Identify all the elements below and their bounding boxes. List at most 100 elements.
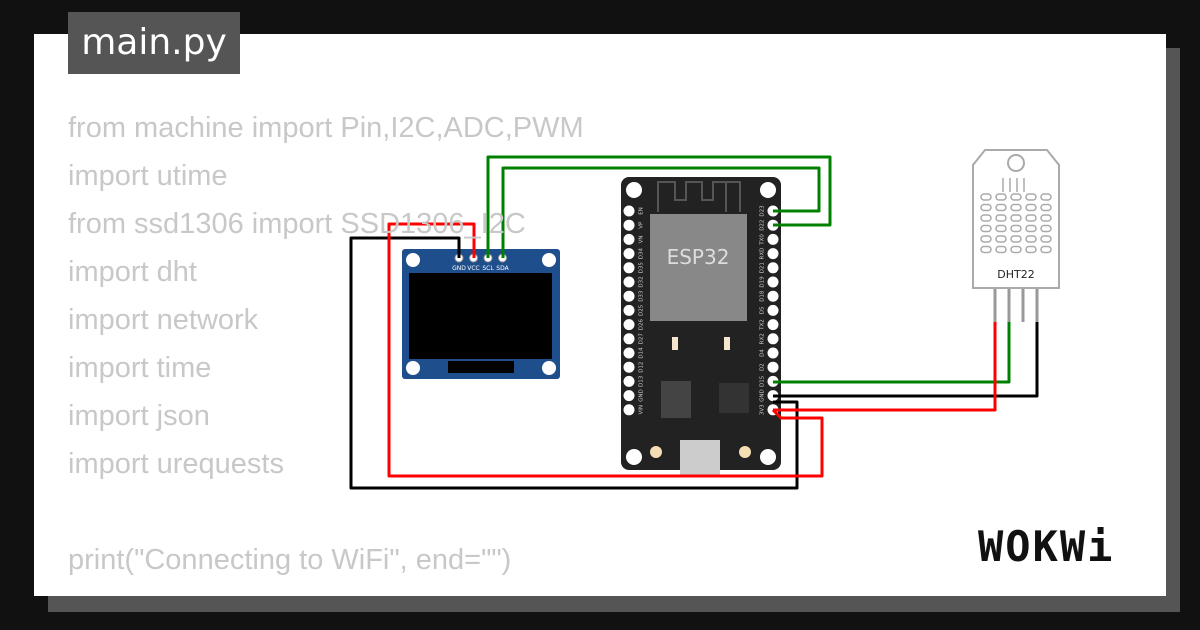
- esp32-pin-d21[interactable]: [767, 262, 779, 274]
- grill-slot: [1040, 193, 1052, 201]
- esp32-pin-label: GND: [639, 389, 645, 402]
- dht-label: DHT22: [997, 268, 1034, 281]
- usb-chip: [719, 383, 749, 413]
- esp32-board[interactable]: ESP32 ENVPVND34D35D32D33D25D26D27D14D12D…: [621, 177, 781, 475]
- esp32-pin-label: RXD: [760, 248, 766, 260]
- wire-dht-gnd[interactable]: [773, 322, 1039, 398]
- esp32-pin-rxd[interactable]: [767, 248, 779, 260]
- esp32-pin-vn[interactable]: [623, 233, 635, 245]
- usb-port[interactable]: [680, 440, 720, 475]
- esp32-pin-vin[interactable]: [623, 404, 635, 416]
- esp32-pin-d5[interactable]: [767, 304, 779, 316]
- esp32-pin-d12[interactable]: [623, 361, 635, 373]
- antenna: [657, 181, 741, 212]
- esp32-pin-label: D18: [760, 290, 766, 302]
- esp32-pin-label: D22: [760, 220, 766, 231]
- wire-scl[interactable]: [486, 155, 832, 258]
- dht22-sensor[interactable]: DHT22: [972, 149, 1060, 322]
- esp32-pin-label: D14: [639, 347, 645, 359]
- esp32-pin-d27[interactable]: [623, 333, 635, 345]
- grill-slot: [995, 245, 1007, 254]
- mount-hole: [542, 253, 556, 267]
- wire-oled-gnd[interactable]: [349, 236, 799, 490]
- grill-slot: [1040, 214, 1052, 222]
- esp32-pin-tx2[interactable]: [767, 319, 779, 331]
- esp32-pin-label: GND: [760, 389, 766, 402]
- oled-pin-label: SCL: [482, 265, 494, 272]
- esp32-pin-label: D23: [760, 205, 766, 217]
- dht-grill: [980, 178, 1052, 254]
- wire-dht-vcc[interactable]: [773, 322, 997, 412]
- esp32-pin-label: D13: [639, 375, 645, 387]
- esp32-pin-d32[interactable]: [623, 276, 635, 288]
- led: [672, 337, 678, 350]
- led: [724, 337, 730, 350]
- esp32-pin-label: D26: [639, 318, 645, 330]
- esp32-pin-d19[interactable]: [767, 276, 779, 288]
- esp32-pin-label: VP: [639, 221, 645, 229]
- grill-slot: [1025, 224, 1037, 233]
- en-button[interactable]: [739, 446, 751, 458]
- esp32-pin-d35[interactable]: [623, 262, 635, 274]
- esp32-pin-label: D12: [639, 362, 645, 373]
- esp32-pin-vp[interactable]: [623, 219, 635, 231]
- grill-slot: [1040, 245, 1052, 254]
- esp32-pin-d2[interactable]: [767, 361, 779, 373]
- code-preview-card: [34, 34, 1166, 596]
- grill-slot: [995, 193, 1007, 201]
- wire-dht-data[interactable]: [773, 322, 1011, 384]
- wire-sda[interactable]: [501, 166, 821, 258]
- esp32-pin-label: D21: [760, 262, 766, 273]
- esp32-pin-label: D19: [760, 276, 766, 288]
- esp32-pin-d26[interactable]: [623, 319, 635, 331]
- esp32-pin-d18[interactable]: [767, 290, 779, 302]
- grill-slot: [1025, 214, 1037, 222]
- esp32-pin-gnd[interactable]: [623, 390, 635, 402]
- regulator: [661, 381, 691, 418]
- esp32-pin-label: D27: [639, 333, 645, 345]
- esp32-pin-label: D2: [760, 363, 766, 371]
- grill-slot: [1040, 235, 1052, 243]
- grill-slot: [980, 193, 992, 201]
- esp32-pin-d25[interactable]: [623, 304, 635, 316]
- esp32-pin-label: D35: [639, 262, 645, 274]
- esp32-pin-label: RX2: [760, 333, 766, 344]
- esp32-pin-label: D32: [639, 276, 645, 287]
- grill-slot: [980, 214, 992, 222]
- mount-hole: [406, 253, 420, 267]
- boot-button[interactable]: [650, 446, 662, 458]
- esp32-pin-label: D15: [760, 375, 766, 387]
- grill-slot: [1025, 203, 1037, 212]
- esp32-pin-d4[interactable]: [767, 347, 779, 359]
- oled-ribbon: [448, 361, 514, 373]
- grill-slot: [1010, 214, 1022, 222]
- esp32-pin-en[interactable]: [623, 205, 635, 217]
- esp32-pin-tx0[interactable]: [767, 233, 779, 245]
- esp32-pin-label: D4: [760, 349, 766, 357]
- wire-oled-vcc[interactable]: [387, 222, 824, 478]
- grill-slot: [1010, 193, 1022, 201]
- esp32-pin-label: 3V3: [760, 404, 766, 415]
- grill-slot: [980, 203, 992, 212]
- esp32-pin-rx2[interactable]: [767, 333, 779, 345]
- esp32-pin-label: D25: [639, 304, 645, 316]
- oled-pin-label: SDA: [496, 265, 509, 272]
- grill-slot: [1040, 203, 1052, 212]
- esp32-pin-d14[interactable]: [623, 347, 635, 359]
- esp32-label: ESP32: [667, 245, 730, 269]
- esp32-pin-label: TX0: [760, 234, 766, 246]
- grill-slot: [1010, 245, 1022, 254]
- esp32-pin-d33[interactable]: [623, 290, 635, 302]
- grill-slot: [980, 245, 992, 254]
- grill-slot: [1010, 224, 1022, 233]
- esp32-pin-d34[interactable]: [623, 248, 635, 260]
- grill-slot: [995, 214, 1007, 222]
- grill-slot: [980, 235, 992, 243]
- esp32-pin-label: D33: [639, 290, 645, 302]
- esp32-pin-d13[interactable]: [623, 375, 635, 387]
- mount-hole: [406, 361, 420, 375]
- file-tab[interactable]: main.py: [68, 12, 240, 74]
- oled-screen: [409, 273, 552, 359]
